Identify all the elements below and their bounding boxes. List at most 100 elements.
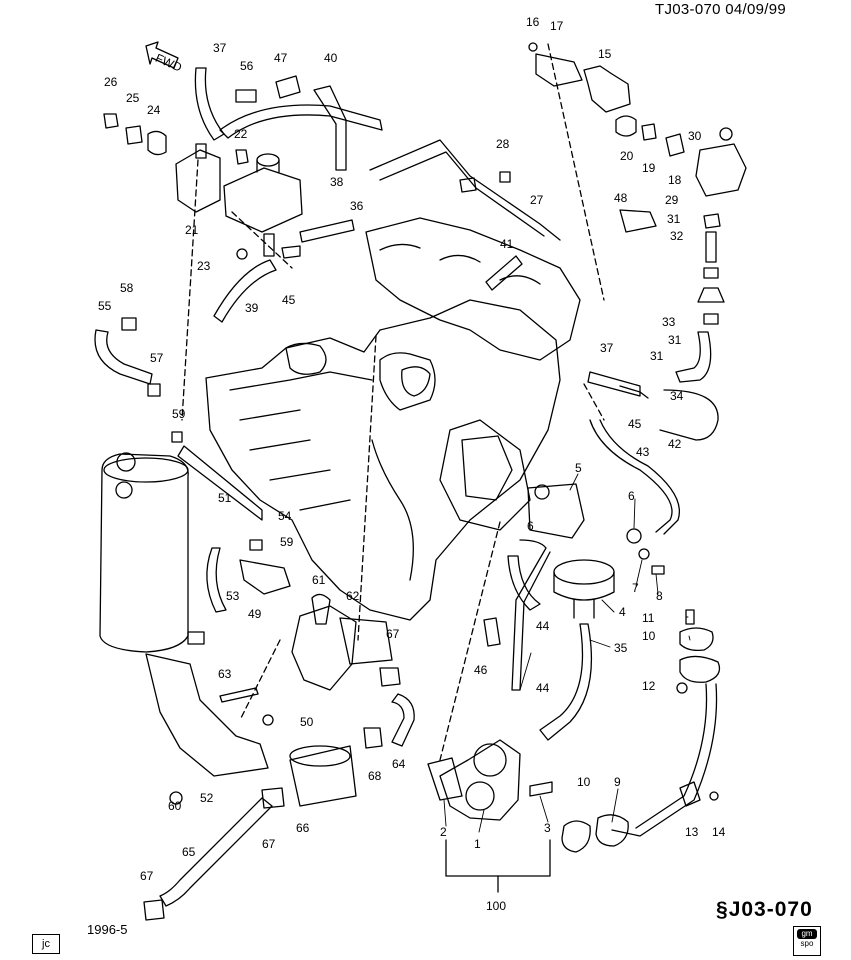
callout-67c: 67 [140,869,154,883]
grommet-20 [615,115,637,137]
callout-34: 34 [670,389,684,403]
callout-25: 25 [126,91,140,105]
callout-10b: 10 [642,629,656,643]
callout-11: 11 [642,611,655,625]
canister-51 [99,453,189,653]
bolt-28 [499,171,511,183]
callout-13: 13 [685,825,699,839]
bracket-27 [459,177,477,193]
gasket-10a [679,627,714,652]
solenoid-22 [223,167,303,233]
hose-42 [659,389,719,441]
nut-12 [676,682,688,694]
callout-61: 61 [312,573,326,587]
clamp-31c [703,313,719,325]
clamp-67d [143,899,165,921]
diagram-code-text: J03-070 [728,898,813,921]
valve-33 [697,287,725,303]
callout-66: 66 [296,821,310,835]
callout-31b: 31 [668,333,682,347]
bolt-30 [719,127,733,141]
hose-53 [206,547,227,613]
assembly-bracket-100 [445,839,551,893]
callout-58: 58 [120,281,134,295]
bracket-5 [527,483,585,539]
callout-10a: 10 [577,775,591,789]
washer-6b [626,528,642,544]
callout-39: 39 [245,301,259,315]
callout-41: 41 [500,237,514,251]
bolt-16 [528,42,538,52]
callout-24: 24 [147,103,161,117]
callout-37b: 37 [600,341,614,355]
callout-59b: 59 [280,535,294,549]
hose-36 [299,219,355,243]
callout-4: 4 [619,605,626,619]
callout-50: 50 [300,715,314,729]
callout-20: 20 [620,149,634,163]
callout-55: 55 [98,299,112,313]
callout-100: 100 [486,899,506,913]
grommet-24 [147,130,167,156]
gm-spo-logo: gm spo [793,926,821,956]
callout-67b: 67 [262,837,276,851]
callout-68: 68 [368,769,382,783]
callout-35: 35 [614,641,628,655]
pipe-9 [611,683,718,837]
hoses-right [587,209,725,535]
callout-30: 30 [688,129,702,143]
pipe-flange-9 [679,655,721,683]
callout-64: 64 [392,757,406,771]
clamp-58 [121,317,137,331]
bolt-60 [169,791,183,805]
callout-9: 9 [614,775,621,789]
callout-31a: 31 [667,212,681,226]
egr-valve-4 [553,559,615,585]
fwd-arrow-icon: FWD [145,41,184,75]
callout-12: 12 [642,679,656,693]
nut-23 [236,248,248,260]
nut-18 [665,133,685,157]
canister-66 [289,745,357,807]
callout-8: 8 [656,589,663,603]
clamp-56 [235,89,257,103]
clamp-59b [249,539,263,551]
valve-49 [239,559,291,595]
gasket-62 [339,617,393,665]
callout-labels: 1 2 3 4 5 6 6 7 8 9 10 10 11 12 13 14 15… [98,15,726,913]
fitting-45b [619,385,649,399]
callout-3: 3 [544,821,551,835]
washer-6a [534,484,550,500]
callout-65: 65 [182,845,196,859]
callout-43: 43 [636,445,650,459]
callout-57: 57 [150,351,164,365]
callout-16: 16 [526,15,540,29]
canister-group [94,317,291,805]
callout-49: 49 [248,607,262,621]
leader-lines [181,43,605,761]
callout-33: 33 [662,315,676,329]
document-id: TJ03-070 04/09/99 [655,1,787,18]
callout-15: 15 [598,47,612,61]
callout-26: 26 [104,75,118,89]
date-code: 1996-5 [87,922,128,937]
bolt-63 [219,687,259,703]
bracket-17 [535,53,583,87]
callout-53: 53 [226,589,240,603]
callout-37a: 37 [213,41,227,55]
collar-25 [125,125,143,145]
fitting-45a [281,245,301,259]
clamp-68 [363,727,383,749]
clamp-57 [147,383,161,397]
callout-19: 19 [642,161,656,175]
valve-21 [175,149,221,213]
callout-48: 48 [614,191,628,205]
callout-54: 54 [278,509,292,523]
clamp-31a [703,213,721,229]
callout-6b: 6 [628,489,635,503]
gm-logo-text: gm [797,929,817,939]
callout-59a: 59 [172,407,186,421]
hose-40a [219,104,383,139]
hose-43 [589,419,673,533]
